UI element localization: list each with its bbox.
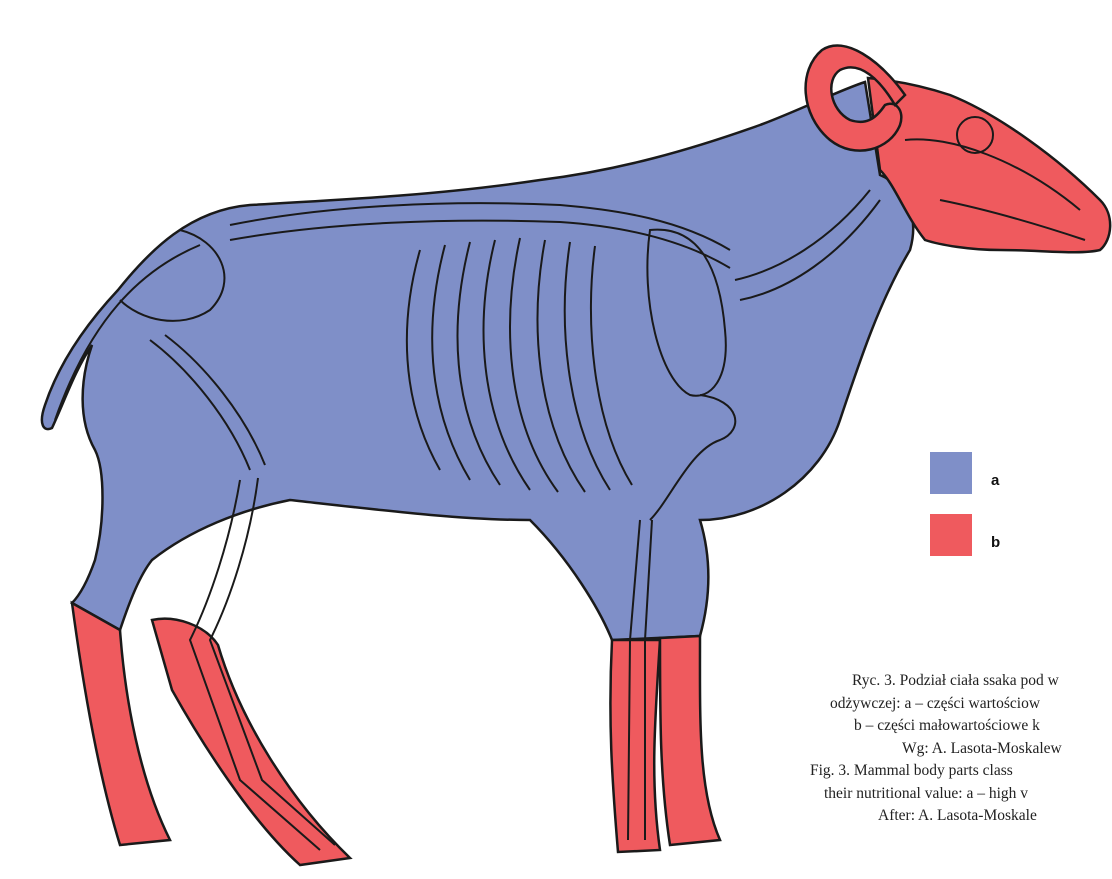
figure-caption: Ryc. 3. Podział ciała ssaka pod w odżywc… (770, 670, 1100, 828)
front-leg-left-region-b (610, 640, 660, 852)
front-leg-right-region-b (660, 636, 720, 845)
legend-item-a: a (930, 452, 999, 494)
legend-label-a: a (991, 472, 999, 489)
legend-swatch-b (930, 514, 972, 556)
caption-line-1: Ryc. 3. Podział ciała ssaka pod w (770, 670, 1100, 693)
caption-line-4: Wg: A. Lasota-Moskalew (770, 738, 1100, 761)
caption-line-2: odżywczej: a – części wartościow (770, 693, 1100, 716)
legend-label-b: b (991, 534, 1000, 551)
caption-line-5: Fig. 3. Mammal body parts class (770, 760, 1100, 783)
caption-line-7: After: A. Lasota-Moskale (770, 805, 1100, 828)
caption-line-3: b – części małowartościowe k (770, 715, 1100, 738)
legend-swatch-a (930, 452, 972, 494)
hind-leg-right-region-b (152, 619, 350, 865)
hind-leg-left-region-b (72, 603, 170, 845)
body-region-a (42, 82, 913, 640)
caption-line-6: their nutritional value: a – high v (770, 783, 1100, 806)
legend-item-b: b (930, 514, 1000, 556)
